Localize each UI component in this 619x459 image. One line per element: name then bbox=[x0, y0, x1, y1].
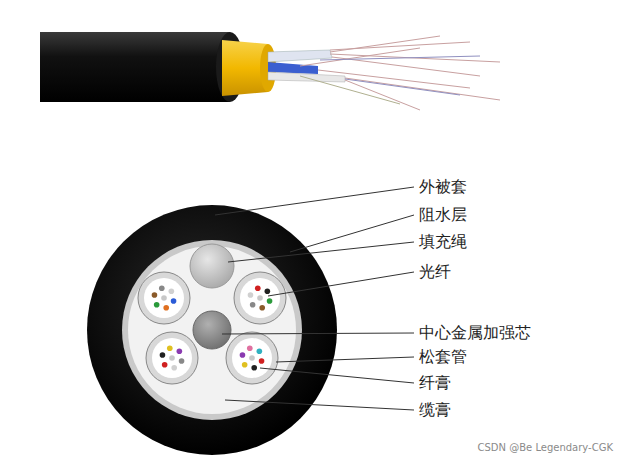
fiber-dot bbox=[167, 345, 173, 351]
fiber-dot bbox=[257, 295, 263, 301]
fiber-dot bbox=[162, 362, 168, 368]
fiber-dot bbox=[161, 295, 167, 301]
fiber-dot bbox=[171, 365, 177, 371]
cable-photo bbox=[40, 32, 500, 110]
fiber-dot bbox=[265, 288, 271, 294]
fiber-dot bbox=[169, 355, 175, 361]
fiber-dot bbox=[255, 285, 261, 291]
fiber-dot bbox=[169, 288, 175, 294]
part-label: 松套管 bbox=[419, 348, 467, 366]
part-label: 缆膏 bbox=[419, 401, 451, 419]
part-label: 纤膏 bbox=[419, 374, 451, 392]
fiber-dot bbox=[163, 305, 169, 311]
part-label: 中心金属加强芯 bbox=[419, 324, 531, 342]
fiber-dot bbox=[248, 292, 254, 298]
fiber-dot bbox=[152, 292, 158, 298]
fiber-dot bbox=[159, 285, 165, 291]
part-label: 光纤 bbox=[419, 263, 451, 281]
fiber-dot bbox=[251, 365, 257, 371]
fiber-dot bbox=[250, 302, 256, 308]
part-label: 阻水层 bbox=[419, 206, 467, 224]
leader-lines bbox=[215, 187, 414, 410]
fiber-dot bbox=[154, 302, 160, 308]
fiber-dot bbox=[259, 305, 265, 311]
fiber-dot bbox=[177, 348, 183, 354]
fiber-dot bbox=[259, 358, 265, 364]
fiber-dot bbox=[240, 352, 246, 358]
watermark: CSDN @Be Legendary-CGK bbox=[478, 442, 614, 454]
fiber-dot bbox=[160, 352, 166, 358]
fiber-dot bbox=[179, 358, 185, 364]
part-label: 填充绳 bbox=[419, 233, 467, 251]
fiber-dot bbox=[257, 348, 263, 354]
cable-cross-section bbox=[87, 205, 337, 455]
fiber-dot bbox=[242, 362, 248, 368]
fiber-dot bbox=[267, 298, 273, 304]
fiber-dot bbox=[249, 355, 255, 361]
fiber-dot bbox=[247, 345, 253, 351]
fiber-dot bbox=[171, 298, 177, 304]
part-label: 外被套 bbox=[419, 178, 467, 196]
